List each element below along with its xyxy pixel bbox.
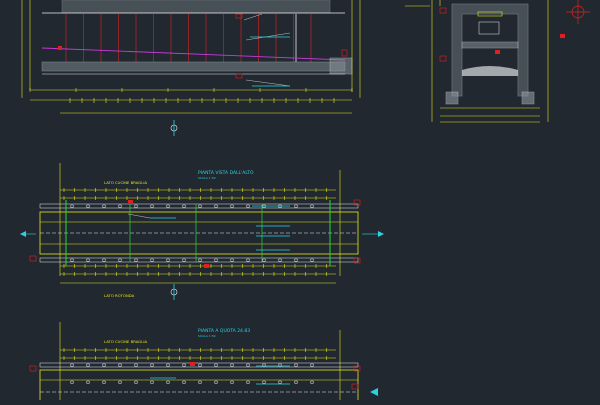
plan-post	[230, 258, 234, 262]
plan-post	[198, 258, 202, 262]
plan-post	[134, 204, 138, 208]
plan-post	[182, 258, 186, 262]
plan-post	[150, 380, 154, 384]
plan-top-scale: SCALA 1:50	[198, 176, 216, 180]
plan-post	[102, 258, 106, 262]
plan-post	[118, 258, 122, 262]
plan-post	[166, 258, 170, 262]
plan-post	[70, 363, 74, 367]
plan-post	[182, 204, 186, 208]
plan-post	[214, 258, 218, 262]
plan-post	[246, 204, 250, 208]
plan-post	[246, 380, 250, 384]
plan-post	[294, 204, 298, 208]
plan-post	[198, 204, 202, 208]
plan-top-posts	[70, 204, 314, 262]
plan-post	[134, 363, 138, 367]
plan-post	[214, 380, 218, 384]
plan-post	[118, 363, 122, 367]
plan-post	[278, 363, 282, 367]
plan-level-posts	[70, 363, 314, 384]
plan-post	[166, 204, 170, 208]
plan-post	[102, 363, 106, 367]
plan-post	[230, 204, 234, 208]
plan-post	[70, 380, 74, 384]
plan-top-title: PIANTA VISTA DALL'ALTO	[198, 170, 254, 176]
plan-post	[246, 258, 250, 262]
plan-post	[86, 363, 90, 367]
plan-post	[102, 204, 106, 208]
plan-post	[182, 380, 186, 384]
plan-post	[70, 258, 74, 262]
plan-post	[310, 380, 314, 384]
plan-post	[70, 204, 74, 208]
plan-post	[134, 258, 138, 262]
plan-post	[86, 204, 90, 208]
plan-level-scale: SCALA 1:50	[198, 334, 216, 338]
plan-view-top: PIANTA VISTA DALL'ALTO SCALA 1:50 LATO C…	[20, 163, 384, 300]
plan-post	[230, 363, 234, 367]
cross-section-right	[405, 0, 590, 123]
plan-post	[118, 380, 122, 384]
plan-post	[278, 380, 282, 384]
plan-post	[166, 363, 170, 367]
plan-post	[102, 380, 106, 384]
plan-level-dimension-ticks	[63, 348, 327, 360]
plan-post	[262, 258, 266, 262]
plan-top-side-label-bottom: LATO ROTONDA	[104, 293, 135, 298]
elevation-columns	[65, 14, 312, 62]
plan-post	[86, 380, 90, 384]
plan-top-dimension-ticks	[63, 188, 327, 276]
plan-top-side-label-top: LATO CUCINE BRAGLIA	[104, 180, 147, 185]
plan-view-level: PIANTA A QUOTA 24.83 SCALA 1:50 LATO CUC…	[29, 322, 378, 405]
plan-post	[198, 363, 202, 367]
plan-level-side-label-top: LATO CUCINE BRAGLIA	[104, 339, 147, 344]
plan-post	[262, 363, 266, 367]
elevation-dimension-ticks	[29, 88, 353, 103]
plan-post	[86, 258, 90, 262]
plan-post	[214, 363, 218, 367]
plan-post	[166, 380, 170, 384]
plan-post	[230, 380, 234, 384]
plan-post	[150, 363, 154, 367]
plan-post	[150, 204, 154, 208]
plan-post	[310, 258, 314, 262]
plan-post	[294, 363, 298, 367]
plan-post	[278, 258, 282, 262]
plan-post	[262, 380, 266, 384]
plan-post	[294, 380, 298, 384]
plan-post	[310, 204, 314, 208]
plan-post	[246, 363, 250, 367]
plan-post	[182, 363, 186, 367]
plan-post	[150, 258, 154, 262]
plan-post	[118, 204, 122, 208]
plan-post	[214, 204, 218, 208]
plan-post	[294, 258, 298, 262]
elevation-section-left	[21, 0, 361, 136]
plan-post	[198, 380, 202, 384]
plan-level-title: PIANTA A QUOTA 24.83	[198, 328, 250, 334]
plan-post	[134, 380, 138, 384]
plan-post	[310, 363, 314, 367]
